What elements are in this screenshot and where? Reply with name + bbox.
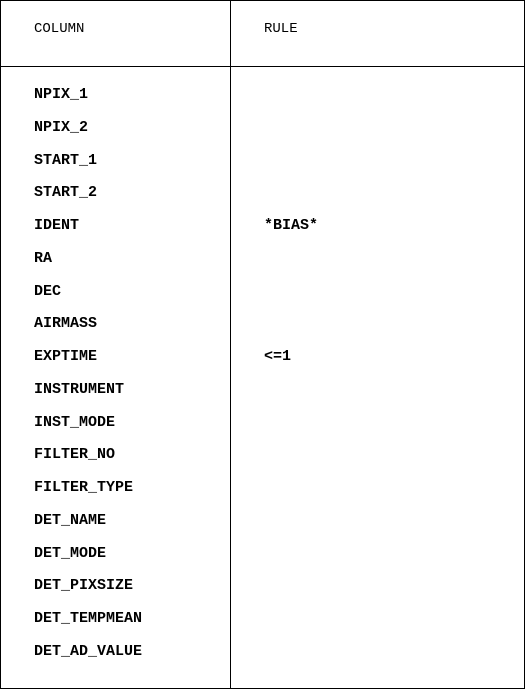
table-row: INSTRUMENT [1, 380, 524, 413]
table-row: DET_NAME [1, 511, 524, 544]
table-row: DET_TEMPMEAN [1, 609, 524, 642]
table-row: DET_AD_VALUE [1, 642, 524, 675]
column-name-cell: DET_TEMPMEAN [34, 610, 143, 627]
column-name-cell: IDENT [34, 217, 80, 234]
table-row: IDENT *BIAS* [1, 216, 524, 249]
table-body: NPIX_1 NPIX_2 START_1 START_2 IDENT *BIA… [1, 85, 524, 675]
table-row: INST_MODE [1, 413, 524, 446]
column-name-cell: DET_MODE [34, 544, 107, 562]
table-row: FILTER_NO [1, 445, 524, 478]
column-name-cell: INSTRUMENT [34, 380, 125, 398]
table-row: FILTER_TYPE [1, 478, 524, 511]
column-name-cell: DET_AD_VALUE [34, 642, 143, 660]
table-row: RA [1, 249, 524, 282]
table-row: DEC [1, 282, 524, 315]
rule-cell: <=1 [264, 348, 292, 365]
column-name-cell: FILTER_NO [34, 446, 116, 464]
column-name-cell: NPIX_1 [34, 86, 89, 103]
table-row: START_1 [1, 151, 524, 184]
rule-cell: *BIAS* [264, 217, 319, 234]
column-name-cell: DET_PIXSIZE [34, 577, 134, 595]
column-name-cell: DET_NAME [34, 511, 107, 529]
column-name-cell: EXPTIME [34, 348, 98, 365]
table-row: DET_PIXSIZE [1, 576, 524, 609]
column-name-cell: START_1 [34, 151, 98, 169]
column-name-cell: NPIX_2 [34, 118, 89, 136]
table-row: EXPTIME <=1 [1, 347, 524, 380]
header-divider [1, 66, 524, 67]
column-name-cell: FILTER_TYPE [34, 479, 134, 496]
column-name-cell: START_2 [34, 184, 98, 202]
column-name-cell: INST_MODE [34, 413, 116, 431]
table-row: DET_MODE [1, 544, 524, 577]
table-row: NPIX_1 [1, 85, 524, 118]
column-header: COLUMN [34, 21, 85, 37]
column-divider [230, 1, 231, 688]
column-name-cell: AIRMASS [34, 315, 98, 333]
table-row: NPIX_2 [1, 118, 524, 151]
table-row: AIRMASS [1, 314, 524, 347]
column-name-cell: DEC [34, 282, 62, 300]
column-name-cell: RA [34, 249, 53, 267]
rule-header: RULE [264, 21, 298, 37]
table-row: START_2 [1, 183, 524, 216]
